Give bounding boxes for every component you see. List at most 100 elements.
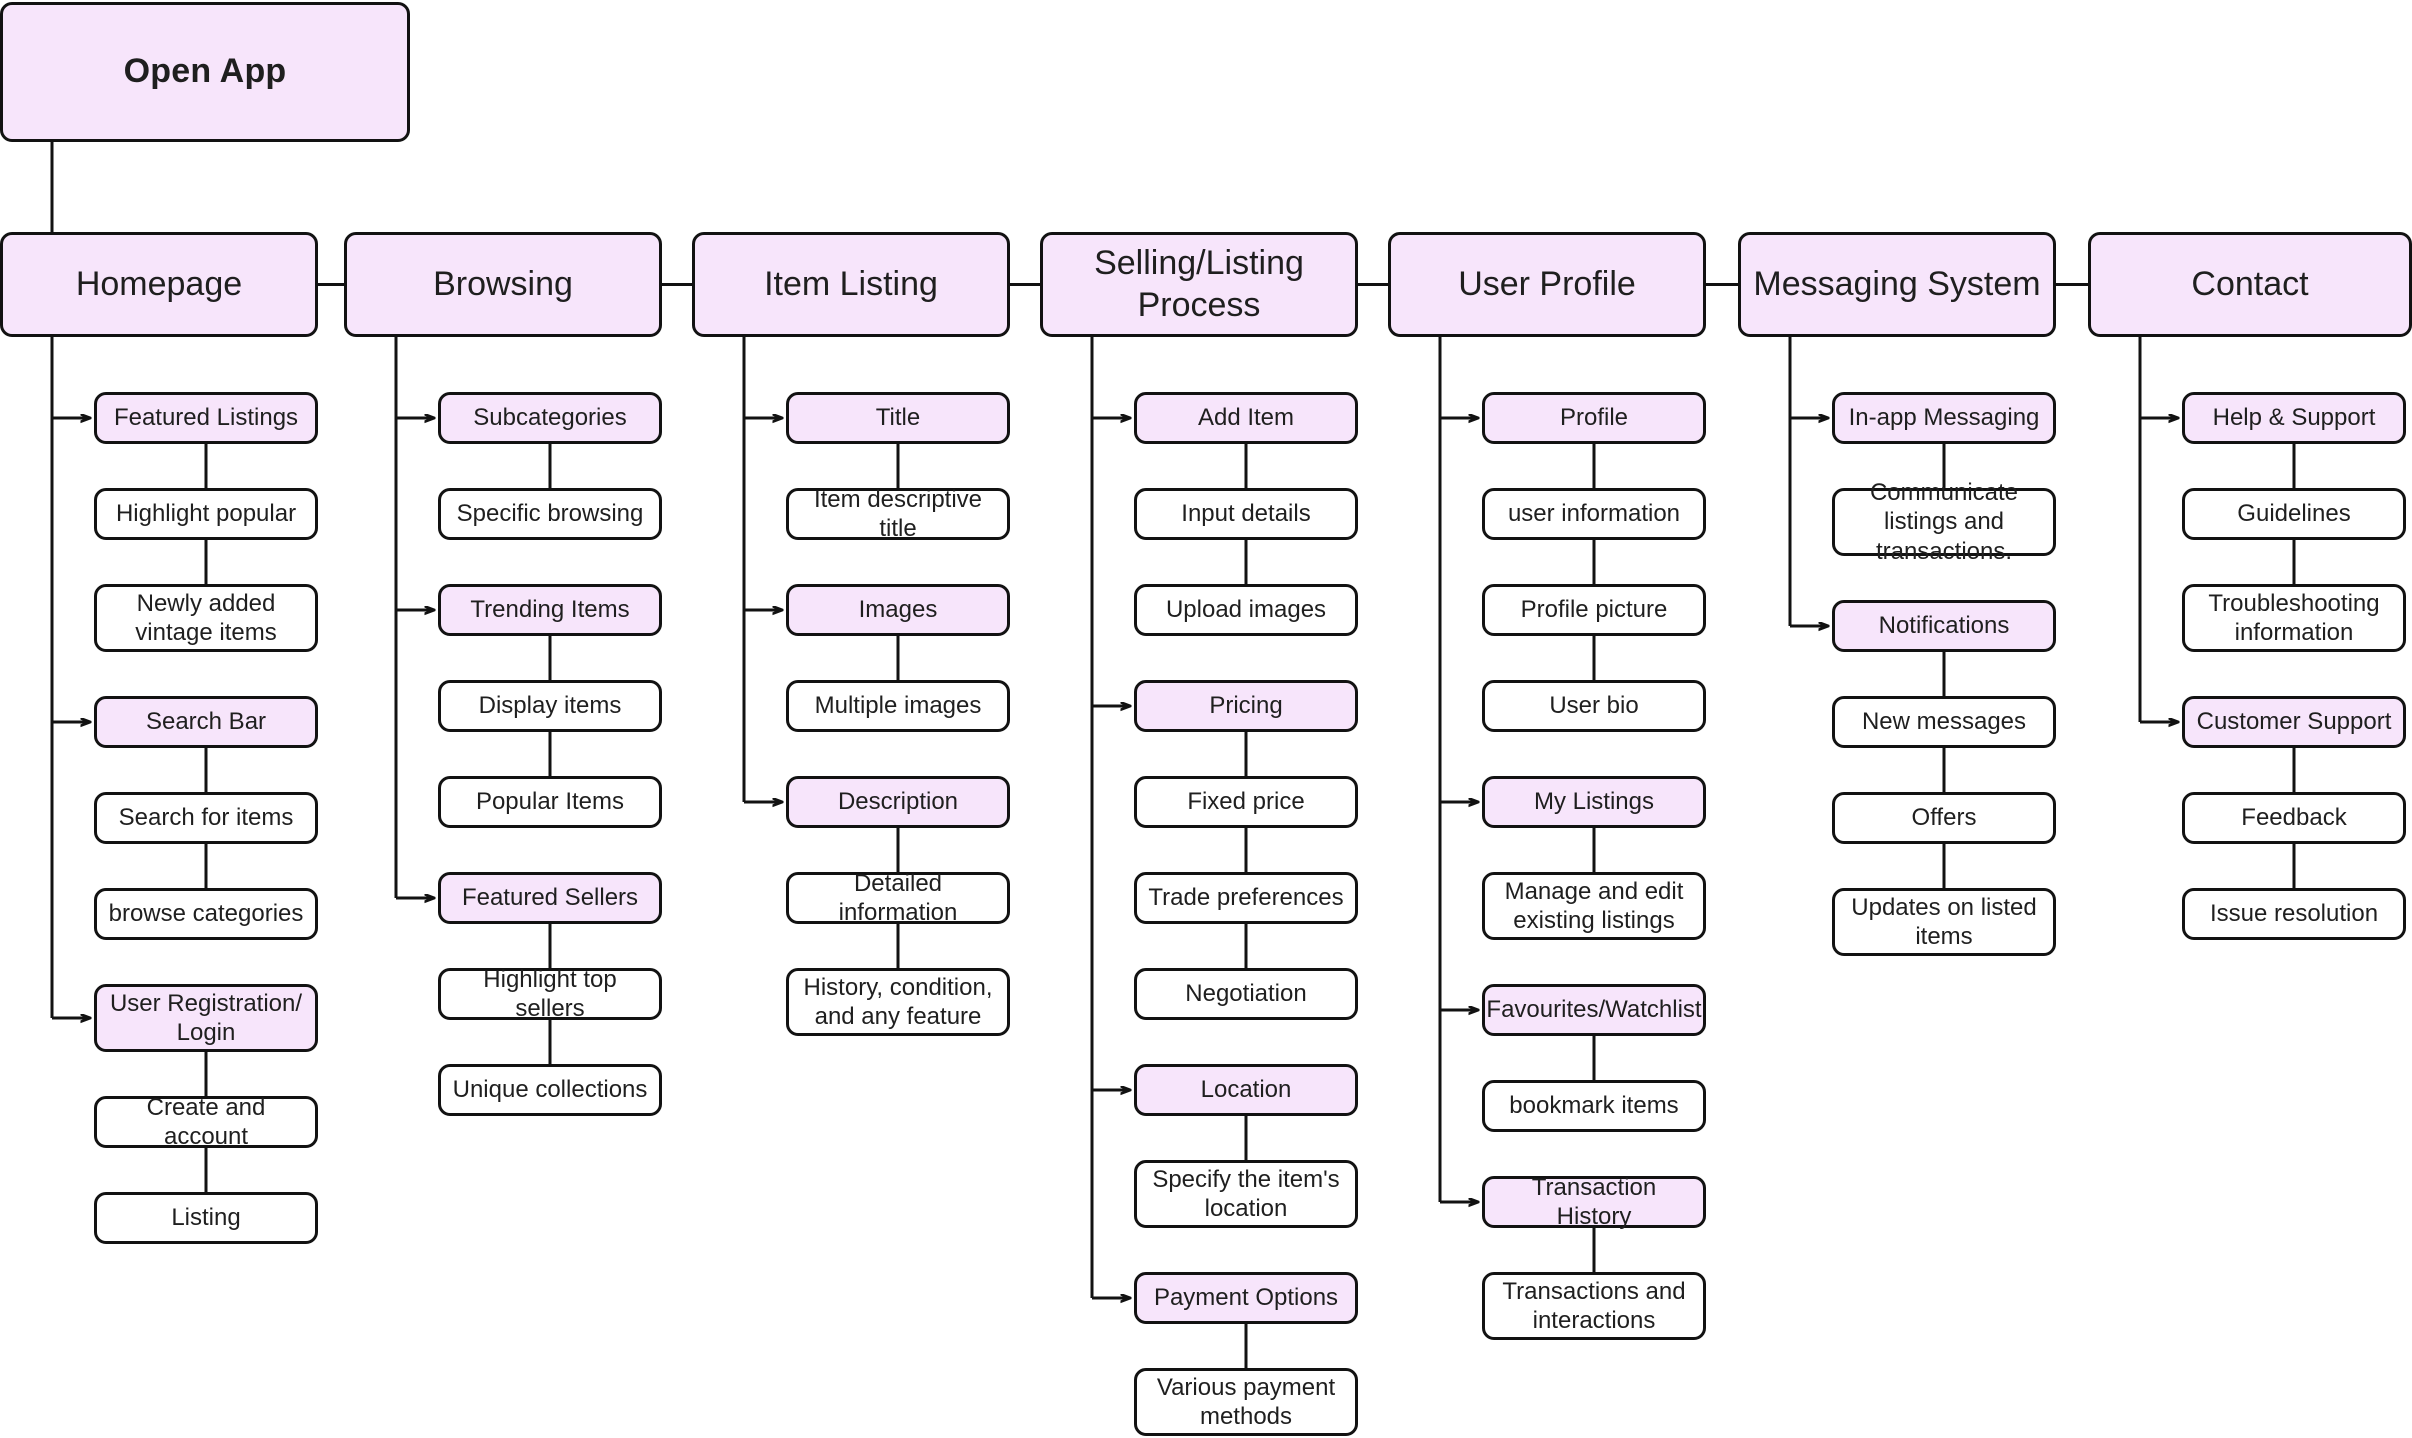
item-messaging-system-updates-on-listed-items[interactable]: Updates on listed items [1832, 888, 2056, 956]
item-selling-listing-process-negotiation-label: Negotiation [1185, 980, 1307, 1008]
item-item-listing-item-descriptive-title-label: Item descriptive title [813, 485, 983, 542]
item-user-profile-transactions-and-interactions[interactable]: Transactions and interactions [1482, 1272, 1706, 1340]
group-header-homepage-user-registration-login[interactable]: User Registration/ Login [94, 984, 318, 1052]
item-homepage-search-for-items[interactable]: Search for items [94, 792, 318, 844]
item-messaging-system-new-messages[interactable]: New messages [1832, 696, 2056, 748]
group-header-browsing-featured-sellers[interactable]: Featured Sellers [438, 872, 662, 924]
group-header-selling-listing-process-location[interactable]: Location [1134, 1064, 1358, 1116]
item-browsing-popular-items[interactable]: Popular Items [438, 776, 662, 828]
group-header-user-profile-favourites-watchlist-label: Favourites/Watchlist [1486, 996, 1702, 1024]
item-item-listing-multiple-images-label: Multiple images [814, 692, 982, 720]
item-messaging-system-communicate-listings-and-transactions-label: Communicate listings and transactions. [1869, 479, 2019, 565]
item-browsing-unique-collections-label: Unique collections [452, 1076, 648, 1104]
group-header-user-profile-favourites-watchlist[interactable]: Favourites/Watchlist [1482, 984, 1706, 1036]
item-user-profile-bookmark-items-label: bookmark items [1509, 1092, 1679, 1120]
item-user-profile-transactions-and-interactions-label: Transactions and interactions [1502, 1277, 1686, 1334]
group-header-item-listing-images-label: Images [858, 596, 938, 624]
group-header-user-profile-profile[interactable]: Profile [1482, 392, 1706, 444]
item-messaging-system-offers[interactable]: Offers [1832, 792, 2056, 844]
item-user-profile-profile-picture[interactable]: Profile picture [1482, 584, 1706, 636]
item-homepage-search-for-items-label: Search for items [118, 804, 294, 832]
group-header-browsing-featured-sellers-label: Featured Sellers [461, 884, 639, 912]
group-header-contact-customer-support-label: Customer Support [2196, 708, 2392, 736]
item-item-listing-detailed-information[interactable]: Detailed information [786, 870, 1010, 926]
item-contact-feedback[interactable]: Feedback [2182, 792, 2406, 844]
item-selling-listing-process-trade-preferences[interactable]: Trade preferences [1134, 872, 1358, 924]
item-user-profile-bookmark-items[interactable]: bookmark items [1482, 1080, 1706, 1132]
item-messaging-system-updates-on-listed-items-label: Updates on listed items [1851, 893, 2037, 950]
group-header-messaging-system-in-app-messaging[interactable]: In-app Messaging [1832, 392, 2056, 444]
item-homepage-listing-label: Listing [171, 1204, 241, 1232]
item-selling-listing-process-specify-the-item-s-location[interactable]: Specify the item's location [1134, 1160, 1358, 1228]
item-selling-listing-process-negotiation[interactable]: Negotiation [1134, 968, 1358, 1020]
group-header-browsing-trending-items[interactable]: Trending Items [438, 584, 662, 636]
item-contact-issue-resolution[interactable]: Issue resolution [2182, 888, 2406, 940]
group-header-selling-listing-process-add-item[interactable]: Add Item [1134, 392, 1358, 444]
group-header-item-listing-images[interactable]: Images [786, 584, 1010, 636]
group-header-selling-listing-process-add-item-label: Add Item [1197, 404, 1295, 432]
group-header-selling-listing-process-payment-options[interactable]: Payment Options [1134, 1272, 1358, 1324]
group-header-item-listing-title[interactable]: Title [786, 392, 1010, 444]
item-messaging-system-offers-label: Offers [1911, 804, 1977, 832]
column-header-messaging-system[interactable]: Messaging System [1738, 232, 2056, 337]
item-homepage-highlight-popular-label: Highlight popular [115, 500, 297, 528]
item-browsing-specific-browsing-label: Specific browsing [456, 500, 644, 528]
group-header-browsing-subcategories-label: Subcategories [473, 404, 627, 432]
group-header-selling-listing-process-pricing-label: Pricing [1209, 692, 1283, 720]
item-user-profile-user-bio[interactable]: User bio [1482, 680, 1706, 732]
group-header-messaging-system-notifications[interactable]: Notifications [1832, 600, 2056, 652]
item-homepage-create-and-account-label: Create and account [146, 1093, 266, 1150]
item-browsing-specific-browsing[interactable]: Specific browsing [438, 488, 662, 540]
item-contact-issue-resolution-label: Issue resolution [2209, 900, 2379, 928]
node-open-app[interactable]: Open App [0, 2, 410, 142]
item-item-listing-item-descriptive-title[interactable]: Item descriptive title [786, 486, 1010, 542]
group-header-user-profile-transaction-history-label: Transaction History [1531, 1173, 1657, 1230]
column-header-item-listing[interactable]: Item Listing [692, 232, 1010, 337]
group-header-user-profile-transaction-history[interactable]: Transaction History [1482, 1174, 1706, 1230]
group-header-selling-listing-process-pricing[interactable]: Pricing [1134, 680, 1358, 732]
item-contact-guidelines[interactable]: Guidelines [2182, 488, 2406, 540]
group-header-contact-help-support[interactable]: Help & Support [2182, 392, 2406, 444]
column-header-homepage[interactable]: Homepage [0, 232, 318, 337]
item-selling-listing-process-upload-images[interactable]: Upload images [1134, 584, 1358, 636]
group-header-user-profile-my-listings[interactable]: My Listings [1482, 776, 1706, 828]
item-homepage-newly-added-vintage-items-label: Newly added vintage items [135, 589, 277, 646]
item-selling-listing-process-input-details-label: Input details [1181, 500, 1311, 528]
item-browsing-unique-collections[interactable]: Unique collections [438, 1064, 662, 1116]
group-header-browsing-subcategories[interactable]: Subcategories [438, 392, 662, 444]
item-homepage-newly-added-vintage-items[interactable]: Newly added vintage items [94, 584, 318, 652]
item-selling-listing-process-fixed-price-label: Fixed price [1187, 788, 1305, 816]
group-header-homepage-featured-listings[interactable]: Featured Listings [94, 392, 318, 444]
item-homepage-listing[interactable]: Listing [94, 1192, 318, 1244]
item-messaging-system-communicate-listings-and-transactions[interactable]: Communicate listings and transactions. [1832, 479, 2056, 565]
item-selling-listing-process-input-details[interactable]: Input details [1134, 488, 1358, 540]
column-header-selling-listing-process[interactable]: Selling/Listing Process [1040, 232, 1358, 337]
item-messaging-system-new-messages-label: New messages [1861, 708, 2027, 736]
item-homepage-create-and-account[interactable]: Create and account [94, 1094, 318, 1150]
item-contact-troubleshooting-information[interactable]: Troubleshooting information [2182, 584, 2406, 652]
item-user-profile-user-information-label: user information [1507, 500, 1681, 528]
item-user-profile-manage-and-edit-existing-listings[interactable]: Manage and edit existing listings [1482, 872, 1706, 940]
item-item-listing-history-condition-and-any-feature-label: History, condition, and any feature [803, 973, 993, 1030]
column-header-contact[interactable]: Contact [2088, 232, 2412, 337]
item-user-profile-user-bio-label: User bio [1549, 692, 1639, 720]
item-selling-listing-process-fixed-price[interactable]: Fixed price [1134, 776, 1358, 828]
item-browsing-highlight-top-sellers[interactable]: Highlight top sellers [438, 966, 662, 1022]
item-item-listing-history-condition-and-any-feature[interactable]: History, condition, and any feature [786, 968, 1010, 1036]
group-header-item-listing-description[interactable]: Description [786, 776, 1010, 828]
item-selling-listing-process-upload-images-label: Upload images [1165, 596, 1327, 624]
column-header-browsing[interactable]: Browsing [344, 232, 662, 337]
item-browsing-display-items[interactable]: Display items [438, 680, 662, 732]
group-header-contact-help-support-label: Help & Support [2212, 404, 2376, 432]
group-header-homepage-search-bar[interactable]: Search Bar [94, 696, 318, 748]
item-homepage-highlight-popular[interactable]: Highlight popular [94, 488, 318, 540]
column-header-messaging-system-label: Messaging System [1753, 264, 2041, 303]
item-user-profile-user-information[interactable]: user information [1482, 488, 1706, 540]
item-item-listing-multiple-images[interactable]: Multiple images [786, 680, 1010, 732]
item-contact-guidelines-label: Guidelines [2237, 500, 2351, 528]
item-selling-listing-process-various-payment-methods[interactable]: Various payment methods [1134, 1368, 1358, 1436]
item-homepage-browse-categories[interactable]: browse categories [94, 888, 318, 940]
column-header-user-profile[interactable]: User Profile [1388, 232, 1706, 337]
group-header-contact-customer-support[interactable]: Customer Support [2182, 696, 2406, 748]
